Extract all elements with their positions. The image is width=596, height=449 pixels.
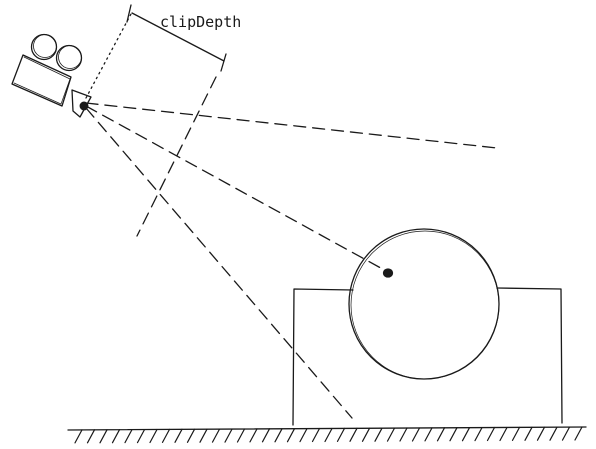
ground-hatch-mark — [511, 426, 521, 441]
box-left-outline — [292, 288, 354, 426]
ground-hatching — [74, 426, 583, 444]
bracket-measure-line — [131, 12, 225, 62]
ground-hatch-mark — [561, 426, 571, 441]
ground-hatch-mark — [99, 429, 108, 444]
ground-hatch-mark — [361, 427, 371, 442]
ground-hatch-mark — [249, 428, 258, 443]
ground-hatch-mark — [461, 427, 471, 442]
ground-hatch-mark — [399, 427, 408, 442]
ground-hatch-mark — [411, 427, 421, 442]
ground-hatch-mark — [424, 427, 433, 442]
ground-hatch-mark — [74, 429, 83, 444]
bracket-tick-right — [220, 53, 227, 72]
box-right-outline — [496, 287, 563, 424]
ground-hatch-mark — [211, 428, 221, 443]
ground-hatch-mark — [299, 428, 308, 443]
clip-plane-line — [136, 76, 217, 237]
ground-hatch-mark — [174, 428, 183, 443]
ground-hatch-mark — [149, 428, 158, 444]
ground-hatch-mark — [86, 429, 96, 444]
camera-reel-right-inner — [58, 45, 82, 69]
camera-extension-line — [85, 13, 132, 99]
camera-reel-left-inner — [33, 34, 57, 58]
ground-hatch-mark — [324, 427, 333, 443]
ground-line — [67, 426, 587, 431]
ground-hatch-mark — [536, 426, 546, 441]
camera-lens — [71, 89, 92, 118]
view-ray-middle — [85, 105, 389, 273]
ground-hatch-mark — [161, 428, 171, 443]
ground-hatch-mark — [486, 426, 496, 442]
camera-body-sketch — [13, 56, 71, 105]
ground-hatch-mark — [549, 426, 558, 441]
ground-hatch-mark — [474, 427, 483, 442]
clip-depth-label: clipDepth — [160, 13, 241, 31]
ground-hatch-mark — [574, 426, 583, 441]
view-ray-bottom — [85, 107, 353, 419]
camera-body — [11, 54, 72, 107]
ground-hatch-mark — [136, 429, 146, 444]
ground-hatch-mark — [274, 428, 283, 443]
ground-hatch-mark — [449, 427, 458, 442]
ground-hatch-mark — [524, 426, 533, 441]
box-object — [292, 287, 563, 426]
ground-hatch-mark — [236, 428, 246, 443]
ground-hatch-mark — [499, 426, 508, 442]
sphere-outline-sketch — [350, 230, 500, 380]
view-ray-top — [85, 102, 498, 149]
ground-hatch-mark — [436, 427, 446, 442]
camera-icon — [11, 33, 92, 118]
camera-reel-left — [30, 33, 58, 61]
ground-hatch-mark — [336, 427, 346, 442]
ground-hatch-mark — [124, 429, 133, 444]
ground-hatch-mark — [186, 428, 196, 443]
ground-hatch-mark — [199, 428, 208, 443]
ground-hatch-mark — [261, 428, 271, 443]
ground-hatch-mark — [224, 428, 233, 443]
bracket-tick-left — [126, 4, 132, 23]
sphere-object — [348, 228, 500, 380]
ray-hit-point — [382, 268, 394, 278]
ground-hatch-mark — [111, 429, 121, 444]
ground — [67, 426, 587, 444]
ground-hatch-mark — [386, 427, 396, 442]
ground-hatch-mark — [311, 427, 321, 443]
ground-hatch-mark — [286, 428, 296, 443]
ground-hatch-mark — [349, 427, 358, 442]
camera-reel-right — [55, 44, 83, 72]
clip-depth-bracket — [126, 4, 227, 72]
ground-hatch-mark — [374, 427, 383, 442]
